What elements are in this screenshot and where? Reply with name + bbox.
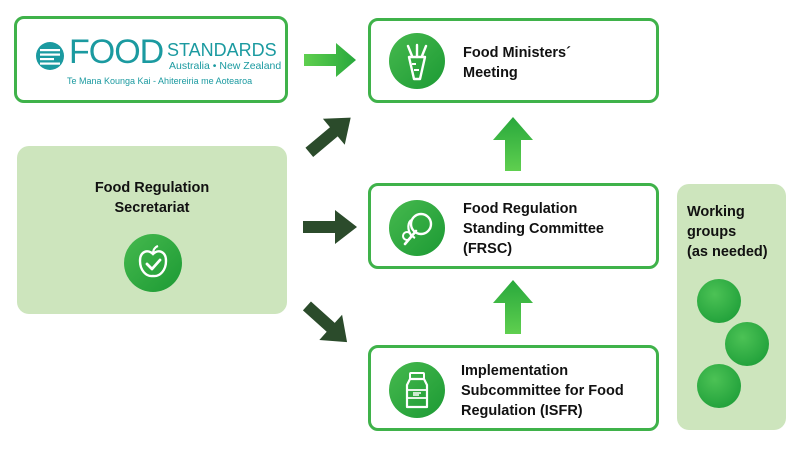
- isfr-label-line3: Regulation (ISFR): [461, 403, 583, 419]
- frsc-label-line2: Standing Committee: [463, 221, 604, 237]
- ministers-meeting-label: Food Ministers´ Meeting: [463, 43, 571, 83]
- secretariat-label: Food Regulation Secretariat: [17, 178, 287, 218]
- fsanz-logo-icon: [36, 42, 64, 70]
- secretariat-label-line2: Secretariat: [114, 200, 190, 216]
- arrow-secretariat-to-isfr: [302, 301, 348, 343]
- carrot-icon: [389, 33, 445, 89]
- arrow-isfr-to-frsc: [493, 280, 533, 334]
- arrow-secretariat-to-ministers: [305, 117, 351, 157]
- logo-word-food: FOOD: [69, 33, 164, 71]
- working-group-dot: [725, 322, 769, 366]
- logo-word-standards: STANDARDS: [167, 40, 277, 60]
- apple-check-icon: [124, 234, 182, 292]
- ministers-meeting-box: Food Ministers´ Meeting: [368, 18, 659, 103]
- frsc-label: Food Regulation Standing Committee (FRSC…: [463, 199, 604, 259]
- working-groups-label: Working groups (as needed): [687, 202, 768, 262]
- logo-region: Australia • New Zealand: [169, 60, 282, 72]
- working-groups-panel: Working groups (as needed): [677, 184, 786, 430]
- arrow-secretariat-to-frsc: [303, 210, 357, 244]
- arrow-frsc-to-ministers: [493, 117, 533, 171]
- arrow-fsanz-to-ministers: [304, 43, 356, 77]
- isfr-label-line2: Subcommittee for Food: [461, 383, 624, 399]
- ministers-label-line1: Food Ministers´: [463, 45, 571, 61]
- fsanz-logo-box: FOOD STANDARDS Australia • New Zealand T…: [14, 16, 288, 103]
- working-groups-label-line3: (as needed): [687, 244, 768, 260]
- working-group-dot: [697, 364, 741, 408]
- logo-maori-tagline: Te Mana Kounga Kai - Ahitereiria me Aote…: [67, 76, 253, 86]
- secretariat-label-line1: Food Regulation: [94, 180, 210, 196]
- milk-bottle-icon: [389, 362, 445, 418]
- working-groups-label-line1: Working: [687, 204, 745, 220]
- frsc-label-line3: (FRSC): [463, 241, 513, 257]
- ministers-label-line2: Meeting: [463, 65, 518, 81]
- isfr-label-line1: Implementation: [461, 363, 569, 379]
- working-group-dot: [697, 279, 741, 323]
- frsc-label-line1: Food Regulation: [463, 201, 578, 217]
- knife-magnifier-icon: [389, 200, 445, 256]
- secretariat-panel: Food Regulation Secretariat: [17, 146, 287, 314]
- isfr-label: Implementation Subcommittee for Food Reg…: [461, 361, 624, 421]
- frsc-box: Food Regulation Standing Committee (FRSC…: [368, 183, 659, 269]
- isfr-box: Implementation Subcommittee for Food Reg…: [368, 345, 659, 431]
- working-groups-label-line2: groups: [687, 224, 737, 240]
